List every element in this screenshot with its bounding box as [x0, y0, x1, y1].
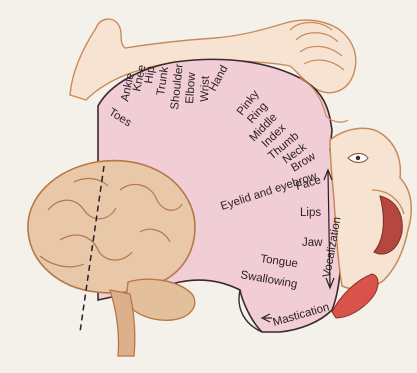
brain-cerebrum — [28, 161, 195, 293]
homunculus-face — [330, 128, 411, 289]
face-pupil — [356, 156, 360, 160]
brain-cerebellum — [126, 279, 195, 320]
brain-stem — [110, 290, 135, 356]
label-hip: Hip — [143, 66, 157, 85]
label-jaw: Jaw — [302, 237, 323, 249]
label-elbow: Elbow — [184, 71, 198, 104]
label-lips: Lips — [300, 207, 321, 219]
